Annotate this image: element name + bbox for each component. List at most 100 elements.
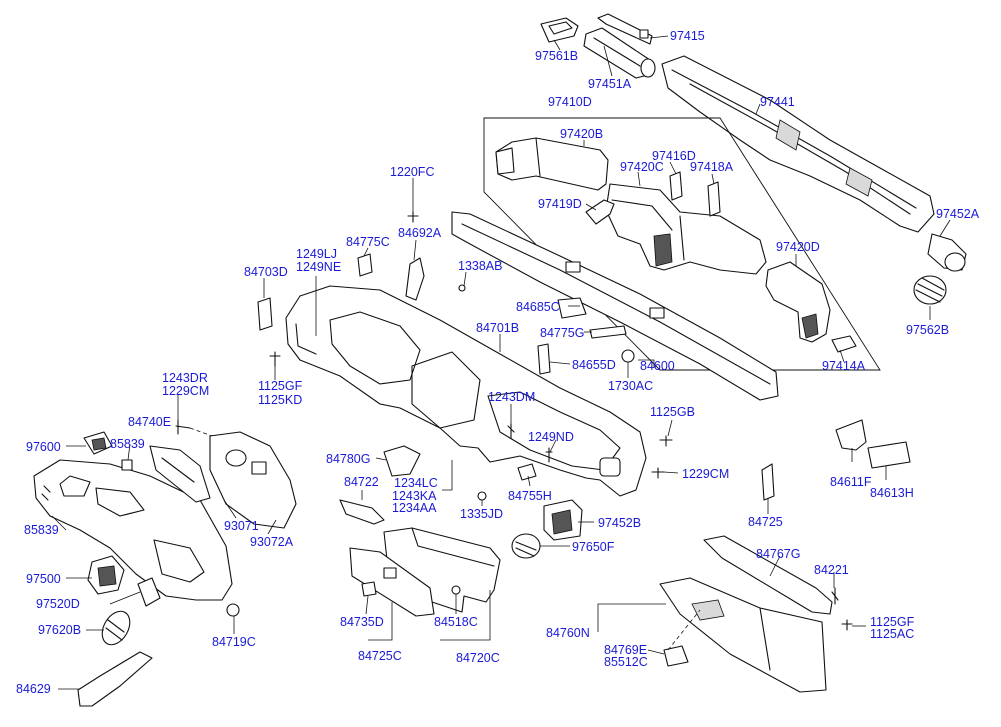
label-84655d[interactable]: 84655D	[572, 358, 616, 372]
part-1125gf-bolt	[841, 619, 853, 631]
label-1243dm[interactable]: 1243DM	[488, 390, 535, 404]
part-84692a	[405, 257, 425, 301]
label-97410d[interactable]: 97410D	[548, 95, 592, 109]
part-97650f	[511, 533, 541, 559]
label-1249ne[interactable]: 1249NE	[296, 260, 341, 274]
label-84722[interactable]: 84722	[344, 475, 379, 489]
part-85839-clip	[121, 459, 133, 471]
label-84775c[interactable]: 84775C	[346, 235, 390, 249]
label-1125gf-right[interactable]: 1125GF	[870, 615, 915, 629]
label-97500[interactable]: 97500	[26, 572, 61, 586]
label-1335jd[interactable]: 1335JD	[460, 507, 503, 521]
label-97452a[interactable]: 97452A	[936, 207, 980, 221]
label-84775g[interactable]: 84775G	[540, 326, 584, 340]
part-1220fc	[407, 211, 419, 223]
label-84755h[interactable]: 84755H	[508, 489, 552, 503]
part-85512c	[663, 645, 689, 667]
label-84600[interactable]: 84600	[640, 359, 675, 373]
part-93071	[149, 445, 211, 503]
label-1125gb[interactable]: 1125GB	[650, 405, 695, 419]
label-97420d[interactable]: 97420D	[776, 240, 820, 254]
label-97415[interactable]: 97415	[670, 29, 705, 43]
part-84775c	[357, 253, 373, 277]
label-84719c[interactable]: 84719C	[212, 635, 256, 649]
part-84629	[77, 651, 153, 707]
label-1249nd[interactable]: 1249ND	[528, 430, 574, 444]
label-84613h[interactable]: 84613H	[870, 486, 914, 500]
label-97620b[interactable]: 97620B	[38, 623, 81, 637]
label-85512c[interactable]: 85512C	[604, 655, 648, 669]
part-1125gb-bolt	[659, 435, 673, 447]
part-97452a	[927, 233, 967, 272]
label-1249lj[interactable]: 1249LJ	[296, 247, 337, 261]
part-84755h	[517, 463, 537, 481]
leader-lines	[51, 35, 951, 690]
label-1125kd[interactable]: 1125KD	[258, 393, 302, 407]
part-97416d	[669, 171, 683, 201]
label-84769e[interactable]: 84769E	[604, 643, 647, 657]
part-1338ab	[458, 284, 466, 292]
label-1234lc[interactable]: 1234LC	[394, 476, 438, 490]
label-97418a[interactable]: 97418A	[690, 160, 734, 174]
part-1730ac	[621, 349, 635, 363]
part-84719c	[226, 603, 240, 617]
label-97600[interactable]: 97600	[26, 440, 61, 454]
label-97441[interactable]: 97441	[760, 95, 795, 109]
label-97561b[interactable]: 97561B	[535, 49, 578, 63]
part-84221	[831, 587, 839, 605]
label-1125ac[interactable]: 1125AC	[870, 627, 914, 641]
label-97520d[interactable]: 97520D	[36, 597, 80, 611]
label-1730ac[interactable]: 1730AC	[608, 379, 653, 393]
label-1229cm-right[interactable]: 1229CM	[682, 467, 729, 481]
label-97562b[interactable]: 97562B	[906, 323, 949, 337]
part-93072a	[209, 431, 297, 529]
part-97420b	[495, 137, 609, 191]
part-97520d	[137, 577, 161, 607]
part-1243dm-screw	[507, 423, 515, 439]
part-1335jd	[477, 491, 487, 501]
label-84735d[interactable]: 84735D	[340, 615, 384, 629]
part-84735d	[361, 581, 377, 597]
label-97650f[interactable]: 97650F	[572, 540, 615, 554]
part-84701b	[285, 285, 647, 497]
label-84692a[interactable]: 84692A	[398, 226, 442, 240]
label-85839-panel[interactable]: 85839	[24, 523, 59, 537]
label-84611f[interactable]: 84611F	[830, 475, 872, 489]
part-97441	[661, 55, 935, 233]
label-84221[interactable]: 84221	[814, 563, 849, 577]
label-84767g[interactable]: 84767G	[756, 547, 800, 561]
label-84720c[interactable]: 84720C	[456, 651, 500, 665]
part-84780g	[383, 445, 421, 477]
label-97416d[interactable]: 97416D	[652, 149, 696, 163]
label-97420b[interactable]: 97420B	[560, 127, 603, 141]
label-85839-clip[interactable]: 85839	[110, 437, 145, 451]
label-1220fc[interactable]: 1220FC	[390, 165, 434, 179]
label-1243dr[interactable]: 1243DR	[162, 371, 208, 385]
label-84740e[interactable]: 84740E	[128, 415, 171, 429]
label-84703d[interactable]: 84703D	[244, 265, 288, 279]
label-84629[interactable]: 84629	[16, 682, 51, 696]
label-84760n[interactable]: 84760N	[546, 626, 590, 640]
label-84685c[interactable]: 84685C	[516, 300, 560, 314]
label-1338ab[interactable]: 1338AB	[458, 259, 502, 273]
label-84725-right[interactable]: 84725	[748, 515, 783, 529]
label-93072a[interactable]: 93072A	[250, 535, 294, 549]
label-84518c[interactable]: 84518C	[434, 615, 478, 629]
label-97420c[interactable]: 97420C	[620, 160, 664, 174]
label-1125gf-left[interactable]: 1125GF	[258, 379, 303, 393]
label-1234aa[interactable]: 1234AA	[392, 501, 437, 515]
label-97451a[interactable]: 97451A	[588, 77, 632, 91]
label-84725c[interactable]: 84725C	[358, 649, 402, 663]
part-1249nd-screw	[545, 447, 553, 463]
label-97414a[interactable]: 97414A	[822, 359, 866, 373]
label-93071[interactable]: 93071	[224, 519, 259, 533]
label-1229cm-left[interactable]: 1229CM	[162, 384, 209, 398]
label-84701b[interactable]: 84701B	[476, 321, 519, 335]
label-1243ka[interactable]: 1243KA	[392, 489, 437, 503]
part-84600	[451, 211, 779, 401]
label-97452b[interactable]: 97452B	[598, 516, 641, 530]
label-84780g[interactable]: 84780G	[326, 452, 370, 466]
label-97419d[interactable]: 97419D	[538, 197, 582, 211]
part-84685c	[557, 297, 587, 319]
